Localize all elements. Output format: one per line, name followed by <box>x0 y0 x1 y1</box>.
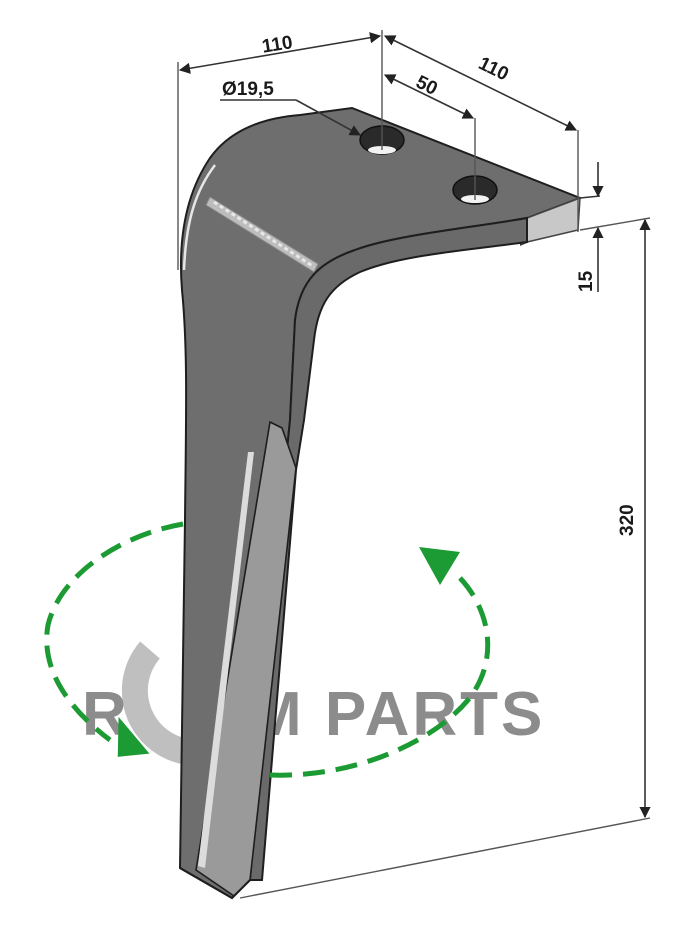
dim-hole-spacing-line <box>383 74 475 119</box>
rotation-arrowhead-left-icon <box>117 716 150 757</box>
dim-hole-diameter-label: Ø19,5 <box>222 79 274 100</box>
tine-body <box>178 106 583 900</box>
dimension-lines <box>177 30 651 899</box>
bend-marking-dashes <box>213 200 315 269</box>
dim-thickness-label: 15 <box>576 270 597 292</box>
watermark-logo: R M PARTS <box>82 617 545 766</box>
dim-side-length-line <box>383 35 578 131</box>
blade-highlight <box>198 452 254 868</box>
dim-top-width-label: 110 <box>261 32 295 58</box>
tine-tip <box>179 867 251 900</box>
dim-top-width-line <box>178 32 382 74</box>
rotation-arc-left <box>44 521 184 742</box>
dim-side-length-label: 110 <box>475 53 512 85</box>
rotation-arc-right <box>269 576 491 778</box>
dim-hole-spacing-label: 50 <box>412 72 440 100</box>
rotation-arrowhead-right-icon <box>419 547 460 585</box>
left-edge-highlight <box>182 164 216 271</box>
dim-diameter-leader <box>295 99 361 136</box>
rotation-indicator <box>44 521 491 778</box>
watermark-text: M PARTS <box>250 680 545 749</box>
dim-height-label: 320 <box>617 504 638 536</box>
